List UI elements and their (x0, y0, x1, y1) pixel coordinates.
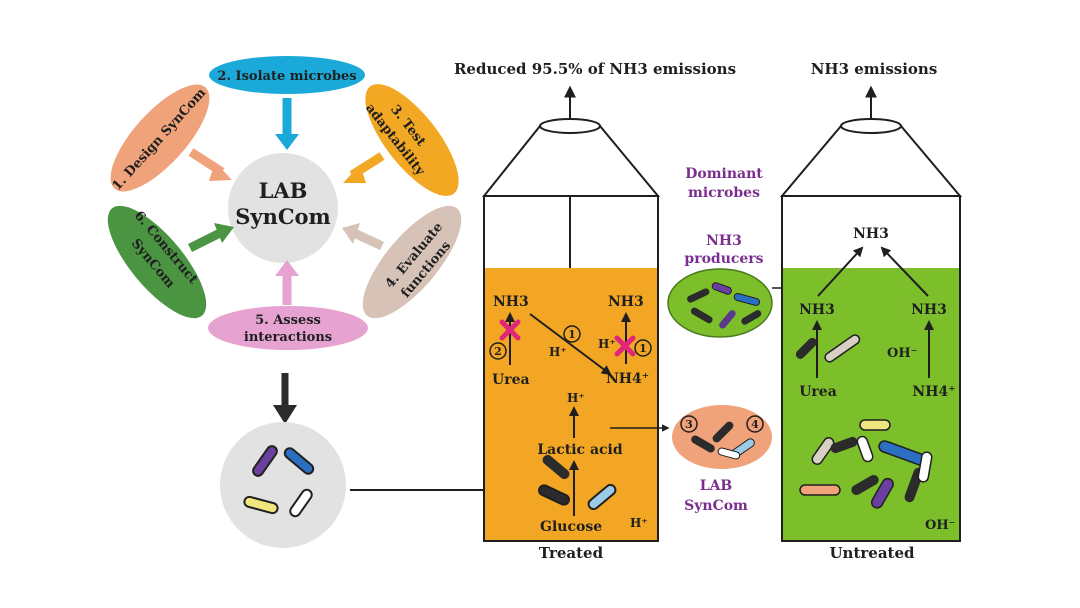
producers-label-line1: NH3 (706, 233, 742, 249)
middle-annotations: Dominant microbes NH3 producers 3 4 LAB … (610, 166, 792, 514)
treated-nh3-right: NH3 (608, 294, 644, 310)
step-construct-syncom (107, 205, 207, 319)
dominant-label-line1: Dominant (685, 166, 763, 182)
treated-step-1a: 1 (568, 328, 576, 341)
treated-step-1b: 1 (639, 342, 647, 355)
treated-urea: Urea (492, 372, 530, 388)
syncom-workflow: LAB SynCom 2. Isolate microbes 1. Design… (107, 56, 515, 548)
step-isolate-microbes (209, 56, 365, 94)
syncom-bacteria (243, 445, 315, 518)
treated-lactic-acid: Lactic acid (537, 442, 623, 458)
untreated-oh-bottom: OH⁻ (925, 518, 955, 533)
treated-column: Reduced 95.5% of NH3 emissions Treated N… (454, 60, 736, 562)
untreated-oh-mid: OH⁻ (887, 346, 917, 361)
step-evaluate-functions (362, 205, 462, 319)
treated-step-2: 2 (494, 345, 502, 358)
step-assess-label-line2: interactions (244, 330, 332, 345)
center-label-line1: LAB (259, 178, 308, 203)
lab-step-4: 4 (751, 418, 759, 431)
step-isolate-label: 2. Isolate microbes (217, 69, 356, 84)
producers-label-line2: producers (684, 251, 763, 267)
lab-syncom-label-line2: SynCom (684, 498, 748, 514)
dominant-label-line2: microbes (688, 185, 760, 201)
treated-h-plus-mid: H⁺ (567, 391, 585, 405)
untreated-caption: Untreated (829, 544, 915, 562)
untreated-column: NH3 emissions Untreated NH3 NH3 NH3 OH⁻ … (779, 60, 963, 562)
untreated-nh3-left: NH3 (799, 302, 835, 318)
step-test-adaptability (365, 84, 459, 196)
treated-nh4: NH4⁺ (606, 371, 649, 387)
treated-glucose: Glucose (540, 519, 602, 535)
untreated-nh3-top: NH3 (853, 226, 889, 242)
step-assess-interactions (208, 306, 368, 350)
syncom-community (220, 422, 346, 548)
treated-h-plus-bottom: H⁺ (630, 516, 648, 530)
untreated-nh3-right: NH3 (911, 302, 947, 318)
untreated-header: NH3 emissions (811, 60, 938, 78)
step-assess-label-line1: 5. Assess (255, 313, 321, 328)
step-design-label: 1. Design SynCom (110, 85, 210, 193)
lab-syncom-center (228, 153, 338, 263)
untreated-urea: Urea (799, 384, 837, 400)
lab-syncom-label-line1: LAB (700, 478, 733, 494)
treated-caption: Treated (539, 544, 604, 562)
center-label-line2: SynCom (235, 204, 331, 229)
lab-step-3: 3 (685, 418, 693, 431)
treated-h-plus-right: H⁺ (598, 337, 616, 351)
treated-h-plus-left: H⁺ (549, 345, 567, 359)
treated-nh3-left: NH3 (493, 294, 529, 310)
untreated-nh4: NH4⁺ (912, 384, 955, 400)
step-design-syncom (110, 84, 210, 192)
untreated-bacteria (799, 419, 933, 509)
treated-header: Reduced 95.5% of NH3 emissions (454, 60, 736, 78)
